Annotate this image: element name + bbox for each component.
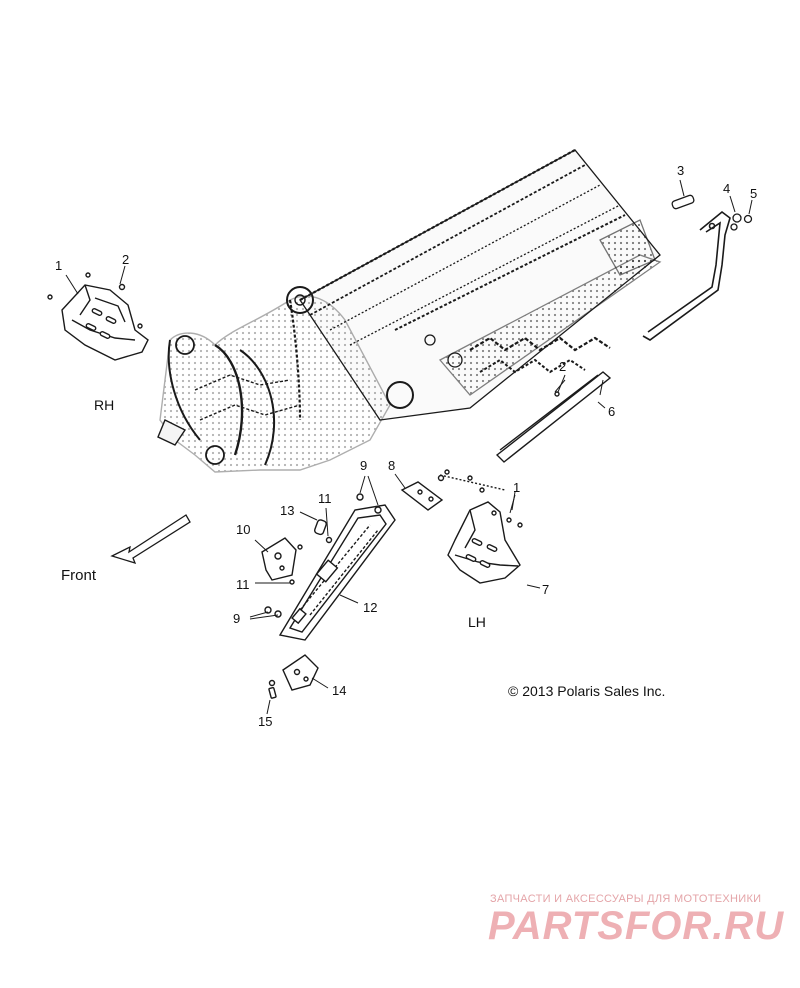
callout-11-bottom: 11 xyxy=(236,577,250,592)
rh-label: RH xyxy=(94,397,115,413)
callout-13: 13 xyxy=(280,503,295,518)
running-board-rail xyxy=(495,371,612,463)
bracket-14 xyxy=(266,654,329,715)
front-arrow-icon xyxy=(110,514,191,565)
watermark-tagline: ЗАПЧАСТИ И АКСЕССУАРЫ ДЛЯ МОТОТЕХНИКИ xyxy=(490,893,762,905)
callout-9-bottom: 9 xyxy=(233,611,241,626)
lh-label: LH xyxy=(468,614,486,630)
callout-6: 6 xyxy=(608,404,616,419)
front-frame xyxy=(157,286,391,473)
rh-heel-guard xyxy=(47,265,149,361)
rear-bumper-bracket xyxy=(642,210,731,341)
chassis-tunnel xyxy=(299,149,662,421)
callout-10: 10 xyxy=(236,522,251,537)
lh-bracket xyxy=(394,473,445,511)
callout-2-rail: 2 xyxy=(559,359,567,374)
callout-5: 5 xyxy=(750,186,758,201)
callout-4: 4 xyxy=(723,181,731,196)
callout-2-rh: 2 xyxy=(122,252,130,267)
callout-15: 15 xyxy=(258,714,273,729)
bracket-10 xyxy=(261,507,333,585)
callout-12: 12 xyxy=(363,600,378,615)
rear-hardware xyxy=(671,179,753,231)
callout-3: 3 xyxy=(677,163,685,178)
copyright-notice: © 2013 Polaris Sales Inc. xyxy=(508,683,666,699)
callout-9-top: 9 xyxy=(360,458,368,473)
callout-8: 8 xyxy=(388,458,396,473)
leader-lines xyxy=(249,374,606,620)
callout-1-rh: 1 xyxy=(55,258,63,273)
footrest-board xyxy=(264,493,396,641)
callout-7: 7 xyxy=(542,582,550,597)
watermark-logo: PARTSFOR.RU xyxy=(488,904,785,948)
callout-11-top: 11 xyxy=(318,491,332,506)
callout-14: 14 xyxy=(332,683,347,698)
lh-heel-guard xyxy=(439,469,523,584)
front-label: Front xyxy=(61,567,97,584)
callout-1-lh: 1 xyxy=(513,480,521,495)
